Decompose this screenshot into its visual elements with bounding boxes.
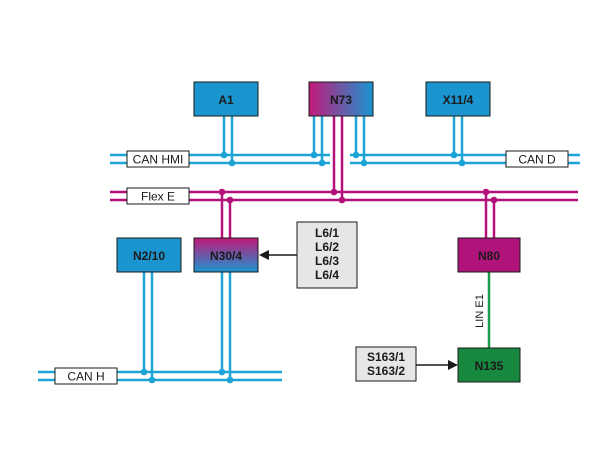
module-n2-10-label: N2/10 xyxy=(133,249,165,263)
n2-10-can-h-links xyxy=(142,272,154,380)
n73-flex-e-links xyxy=(332,116,344,200)
lamps-to-n30-4-arrow xyxy=(259,250,297,260)
switches-to-n135-arrow xyxy=(416,360,458,370)
lamps-group-box: L6/1 L6/2 L6/3 L6/4 xyxy=(296,221,358,289)
module-a1[interactable]: A1 xyxy=(193,81,259,117)
a1-can-links xyxy=(222,116,234,163)
can-h-label: CAN H xyxy=(67,370,104,384)
n30-4-can-h-links xyxy=(220,272,232,380)
module-n73-label: N73 xyxy=(330,93,352,107)
n73-can-hmi-links xyxy=(312,116,324,163)
switch-item: S163/1 xyxy=(367,350,405,364)
module-n2-10[interactable]: N2/10 xyxy=(116,237,182,273)
module-n135-label: N135 xyxy=(475,359,504,373)
n30-4-flex-links xyxy=(220,192,232,238)
module-n135[interactable]: N135 xyxy=(457,347,521,383)
module-n80[interactable]: N80 xyxy=(457,237,521,273)
can-d-label: CAN D xyxy=(518,153,556,167)
module-x11-4-label: X11/4 xyxy=(443,93,474,107)
can-hmi-label: CAN HMI xyxy=(133,153,184,167)
switch-item: S163/2 xyxy=(367,364,405,378)
module-n73[interactable]: N73 xyxy=(308,81,374,117)
module-x11-4[interactable]: X11/4 xyxy=(425,81,491,117)
n73-can-d-links xyxy=(354,116,366,163)
n80-flex-links xyxy=(484,192,496,238)
can-hmi-tag: CAN HMI xyxy=(126,150,190,168)
module-n80-label: N80 xyxy=(478,249,500,263)
junction-dots xyxy=(140,151,498,384)
lamp-item: L6/1 xyxy=(315,226,339,240)
lin-e1-label: LIN E1 xyxy=(474,294,486,328)
lamp-item: L6/2 xyxy=(315,240,339,254)
can-d-tag: CAN D xyxy=(505,150,569,168)
lamp-item: L6/4 xyxy=(315,268,339,282)
flex-e-label: Flex E xyxy=(141,190,175,204)
module-n30-4-label: N30/4 xyxy=(210,249,242,263)
module-n30-4[interactable]: N30/4 xyxy=(193,237,259,273)
can-h-tag: CAN H xyxy=(54,367,118,385)
module-a1-label: A1 xyxy=(218,93,234,107)
x11-4-can-links xyxy=(452,116,464,163)
flex-e-tag: Flex E xyxy=(126,187,190,205)
switches-group-box: S163/1 S163/2 xyxy=(355,346,417,382)
lamp-item: L6/3 xyxy=(315,254,339,268)
